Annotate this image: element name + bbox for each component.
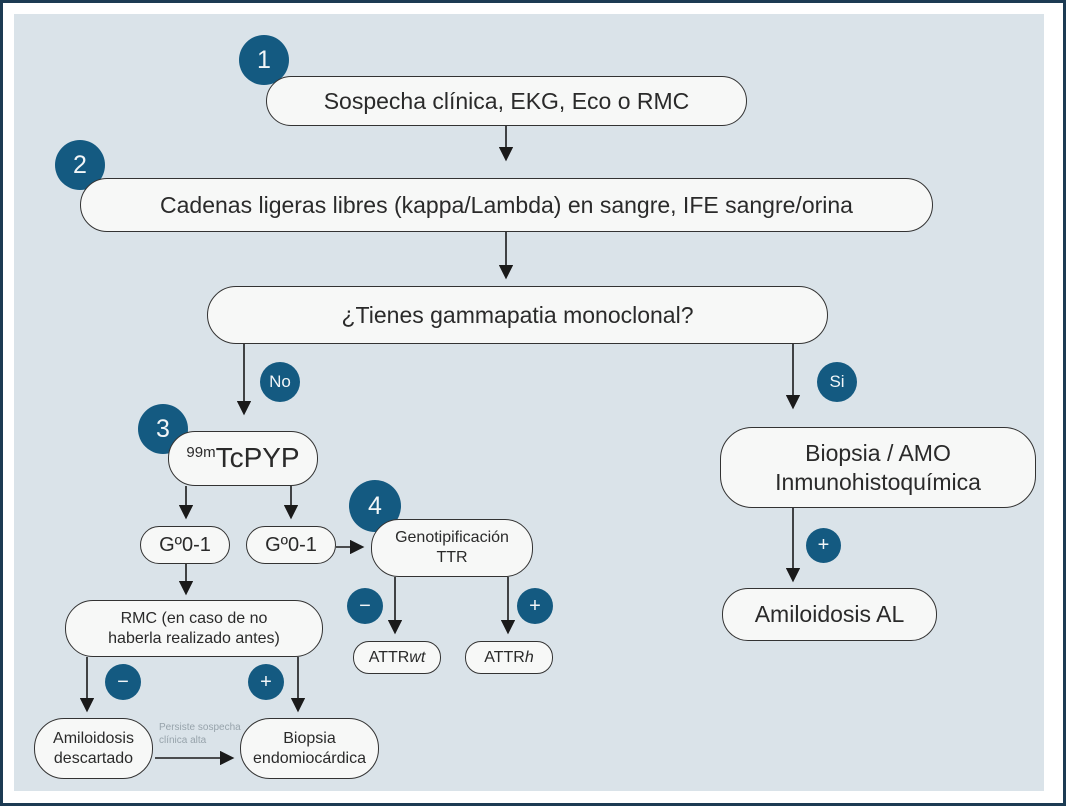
node-amiloidosis-al-label: Amiloidosis AL [754,601,905,628]
node-biopsia-amo-line2: Inmunohistoquímica [775,468,981,495]
node-sospecha-clinica: Sospecha clínica, EKG, Eco o RMC [266,76,747,126]
biopsia-amo-positive-badge: + [806,528,841,563]
node-biopsia-amo: Biopsia / AMO Inmunohistoquímica [720,427,1036,508]
step-3-number: 3 [156,414,170,443]
persiste-sospecha-note-line1: Persiste sospecha [159,722,241,733]
node-genotipificacion-line1: Genotipificación [395,529,509,547]
node-grade-right-label: Gº0-1 [265,533,317,556]
branch-si-label: Si [829,372,845,391]
node-amiloidosis-descartado-line2: descartado [53,749,134,767]
rmc-positive-label: + [260,670,272,693]
node-rmc-line1: RMC (en caso de no [120,609,268,627]
node-rmc: RMC (en caso de no haberla realizado ant… [65,600,323,657]
rmc-negative-badge: − [105,664,141,700]
node-tcpyp-superscript: 99m [186,444,216,461]
node-biopsia-amo-line1: Biopsia / AMO [805,440,951,467]
node-genotipificacion-ttr: Genotipificación TTR [371,519,533,577]
node-attr-wt-prefix: ATTR [368,648,410,666]
ttr-positive-badge: + [517,588,553,624]
biopsia-amo-positive-label: + [817,534,830,556]
node-cadenas-ligeras-label: Cadenas ligeras libres (kappa/Lambda) en… [160,191,853,218]
persiste-sospecha-note-line2: clínica alta [159,735,207,746]
node-gammapatia-question: ¿Tienes gammapatia monoclonal? [207,286,828,344]
ttr-negative-label: − [359,594,371,617]
node-attr-h-prefix: ATTR [484,648,525,666]
ttr-negative-badge: − [347,588,383,624]
node-amiloidosis-descartado: Amiloidosis descartado [34,718,153,779]
node-gammapatia-question-label: ¿Tienes gammapatia monoclonal? [341,301,694,328]
step-1-number: 1 [257,45,271,74]
flowchart-panel [14,14,1044,791]
node-grade-right: Gº0-1 [246,526,336,564]
ttr-positive-label: + [529,594,541,617]
rmc-negative-label: − [117,670,129,693]
node-amiloidosis-al: Amiloidosis AL [722,588,937,641]
step-4-number: 4 [368,491,382,520]
step-1-number-badge: 1 [239,35,289,85]
node-attr-h-italic: h [524,648,534,666]
node-grade-left: Gº0-1 [140,526,230,564]
node-biopsia-endomiocardica-line2: endomiocárdica [253,749,366,767]
rmc-positive-badge: + [248,664,284,700]
node-biopsia-endomiocardica-line1: Biopsia [283,729,336,747]
persiste-sospecha-note: Persiste sospecha clínica alta [159,721,249,747]
branch-si-badge: Si [817,362,857,402]
node-grade-left-label: Gº0-1 [159,533,211,556]
branch-no-label: No [269,372,291,391]
node-sospecha-clinica-label: Sospecha clínica, EKG, Eco o RMC [323,87,690,114]
step-2-number: 2 [73,150,87,179]
node-amiloidosis-descartado-line1: Amiloidosis [53,729,134,747]
node-cadenas-ligeras: Cadenas ligeras libres (kappa/Lambda) en… [80,178,933,232]
node-attr-wt-italic: wt [409,648,426,666]
branch-no-badge: No [260,362,300,402]
node-rmc-line2: haberla realizado antes) [108,629,280,647]
node-biopsia-endomiocardica: Biopsia endomiocárdica [240,718,379,779]
node-genotipificacion-line2: TTR [436,549,468,566]
node-tcpyp-label: TcPYP [215,442,300,474]
